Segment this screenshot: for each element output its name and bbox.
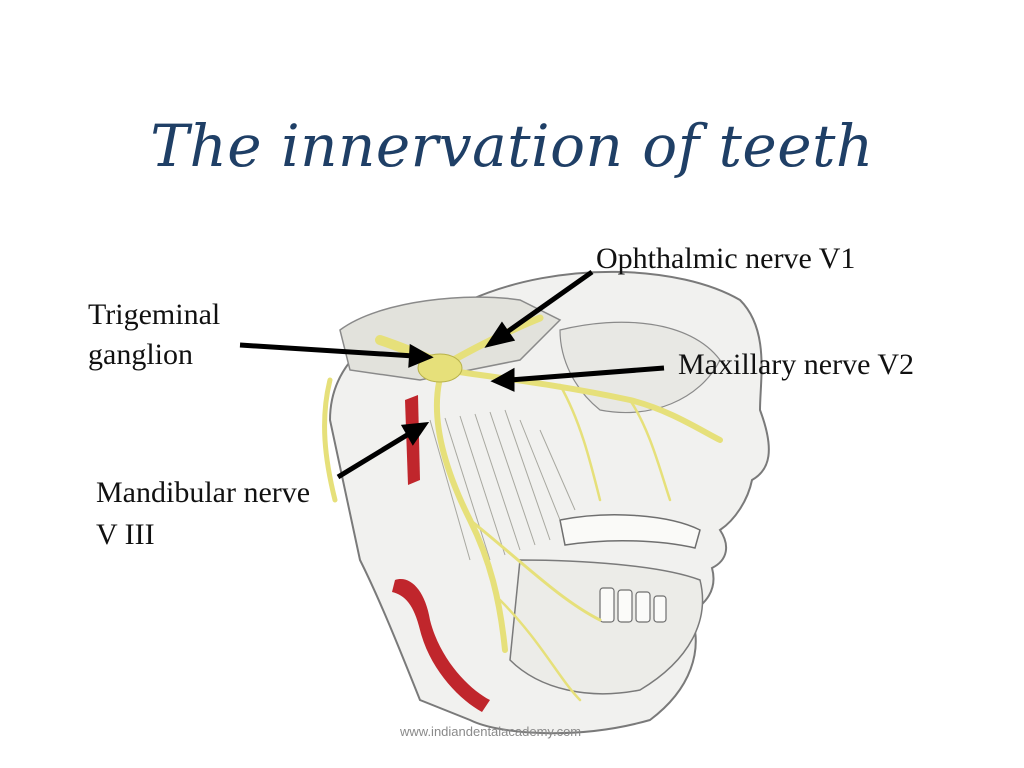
cranial-base [339, 296, 562, 381]
footer-watermark: www.indiandentalacademy.com [400, 724, 582, 739]
artery-lower [392, 579, 490, 712]
arrow-maxillary [509, 365, 665, 383]
arrow-ophthalmic [498, 269, 594, 340]
label-maxillary-nerve: Maxillary nerve V2 [678, 348, 915, 381]
muscle-texture [429, 409, 576, 561]
arrow-mandibular [336, 429, 414, 480]
ganglion-shape [417, 353, 463, 383]
label-mandibular-line1: Mandibular nerve [96, 476, 311, 509]
label-trigeminal-line2: ganglion [88, 338, 193, 371]
upper-teeth [559, 514, 701, 549]
label-trigeminal-line1: Trigeminal [88, 298, 221, 331]
label-ophthalmic-nerve: Ophthalmic nerve V1 [596, 242, 856, 275]
label-mandibular-line2: V III [96, 518, 155, 551]
arrow-trigeminal [239, 342, 415, 359]
pointer-arrows [239, 269, 665, 480]
lower-teeth [599, 587, 667, 623]
slide-title: The innervation of teeth [150, 112, 874, 180]
